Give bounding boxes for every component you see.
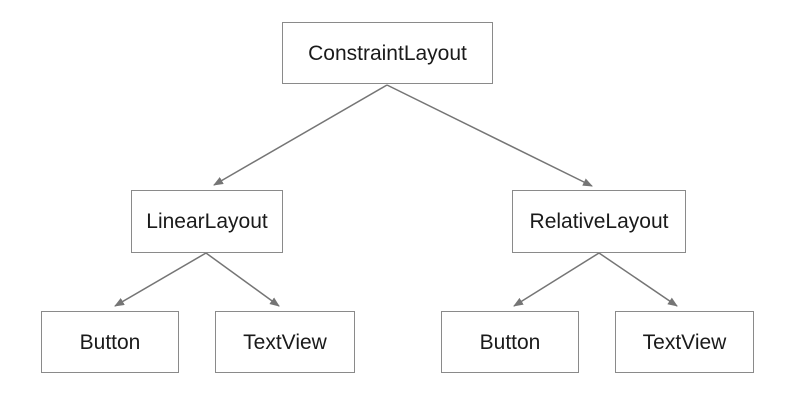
node-textview-left-label: TextView	[243, 330, 327, 354]
node-constraintlayout: ConstraintLayout	[282, 22, 493, 84]
node-relativelayout: RelativeLayout	[512, 190, 686, 253]
edge-linearlayout-button	[114, 252, 207, 307]
node-button-under-relativelayout: Button	[441, 311, 579, 373]
node-constraintlayout-label: ConstraintLayout	[308, 41, 467, 65]
node-linearlayout-label: LinearLayout	[146, 210, 268, 233]
node-relativelayout-label: RelativeLayout	[529, 210, 669, 233]
node-textview-right-label: TextView	[642, 330, 727, 354]
edge-linearlayout-textview	[205, 252, 280, 307]
node-button-under-linearlayout: Button	[41, 311, 179, 373]
edge-constraintlayout-relativelayout	[386, 84, 593, 187]
node-textview-under-linearlayout: TextView	[215, 311, 355, 373]
edge-relativelayout-button	[513, 252, 600, 307]
edge-relativelayout-textview	[598, 252, 678, 307]
node-button-right-label: Button	[479, 330, 541, 354]
edge-constraintlayout-linearlayout	[213, 84, 388, 186]
node-button-left-label: Button	[79, 330, 141, 354]
node-textview-under-relativelayout: TextView	[615, 311, 754, 373]
node-linearlayout: LinearLayout	[131, 190, 283, 253]
